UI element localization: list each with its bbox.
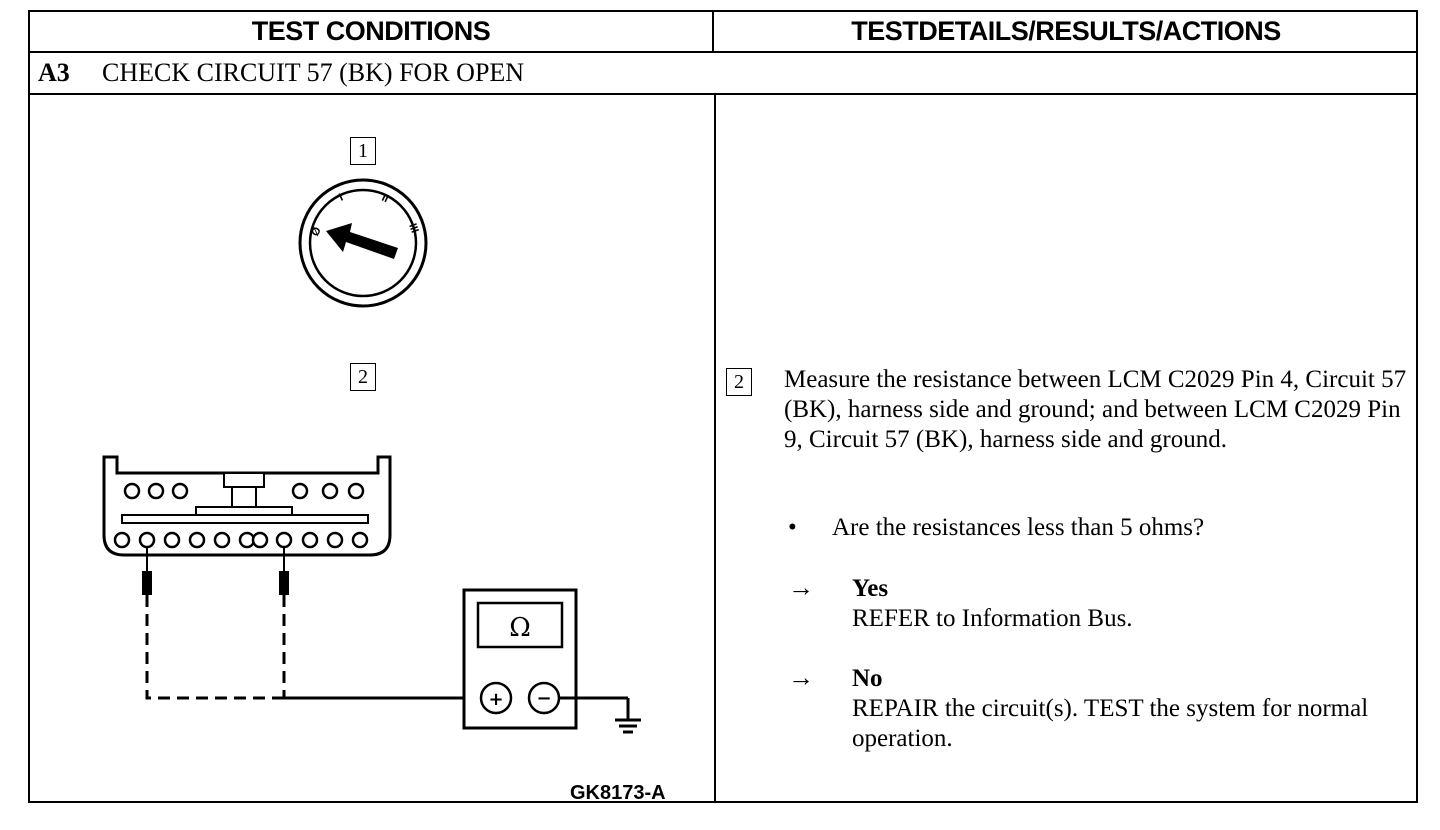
meter-plus-terminal: + [488,689,503,710]
column-divider [714,95,716,801]
section-code: A3 [38,58,70,87]
diagram-step-2-box: 2 [350,363,376,391]
switch-pos-2: II [380,192,391,205]
diagram-step-1-box: 1 [350,137,376,165]
ignition-switch-icon: Ø I II III [298,178,428,308]
step-instruction: Measure the resistance between LCM C2029… [784,366,1407,453]
yes-action: REFER to Information Bus. [852,605,1133,632]
question-bullet: • [788,514,797,541]
test-table: TEST CONDITIONS TESTDETAILS/RESULTS/ACTI… [28,10,1418,804]
details-step-2-box: 2 [726,368,752,396]
probe-pin-9 [279,547,289,595]
section-title: CHECK CIRCUIT 57 (BK) FOR OPEN [102,58,525,87]
header-test-conditions: TEST CONDITIONS [30,12,714,53]
header-test-details: TESTDETAILS/RESULTS/ACTIONS [714,12,1418,53]
question-text: Are the resistances less than 5 ohms? [832,514,1205,541]
yes-label: Yes [852,575,889,602]
no-arrow-icon: → [788,663,814,692]
wiring-diagram: Ø I II III [102,178,641,734]
ohm-symbol: Ω [509,613,531,643]
ohmmeter-icon: Ω + − [462,588,578,730]
section-row: A3 CHECK CIRCUIT 57 (BK) FOR OPEN [30,53,1416,95]
test-lead-pin4 [145,595,284,700]
switch-pos-1: I [337,192,345,204]
ground-icon [559,696,641,734]
lcm-connector-c2029 [102,455,392,557]
test-conditions-diagram: 1 2 Ø I II III [30,95,714,804]
test-details-panel: 2 Measure the resistance between LCM C20… [716,95,1416,801]
probe-pin-4 [142,547,152,595]
figure-id: GK8173-A [570,782,666,804]
no-label: No [852,665,883,692]
switch-pos-3: III [406,222,420,235]
yes-arrow-icon: → [788,573,814,602]
meter-minus-terminal: − [536,688,551,709]
no-action: REPAIR the circuit(s). TEST the system f… [852,695,1369,752]
